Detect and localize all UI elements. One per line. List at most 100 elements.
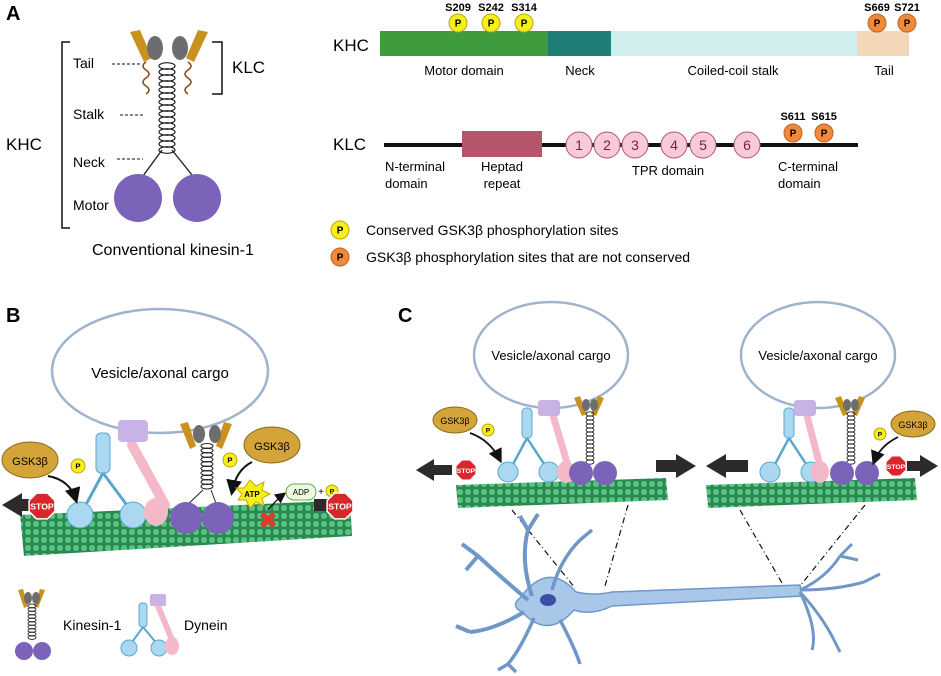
stop-octagon xyxy=(455,459,477,481)
conserved-phospho-site: P xyxy=(330,220,350,240)
gsk3b-b-left xyxy=(1,441,59,479)
khc-motor-domain xyxy=(380,31,548,56)
khc-domain-bar: KHC Motor domain Neck Coiled-coil stalk … xyxy=(333,2,920,78)
gsk3b-c-right xyxy=(890,410,936,438)
phospho-p-label: P xyxy=(337,252,344,263)
tpr-repeat-1 xyxy=(565,131,593,159)
phospho-circle xyxy=(448,13,468,33)
gsk3b-c-left xyxy=(432,406,478,434)
stop-label: STOP xyxy=(457,468,476,475)
tpr-number: 1 xyxy=(575,137,583,153)
phospho-p-label: P xyxy=(488,18,495,29)
gsk-label-b-right: GSK3β xyxy=(254,441,290,453)
dynein-b xyxy=(66,420,170,529)
nonconserved-phospho-site: P xyxy=(814,123,834,143)
tpr-repeat-5 xyxy=(689,131,717,159)
gsk-label-c-right: GSK3β xyxy=(898,420,927,430)
arrow-right-c1 xyxy=(656,454,696,478)
phospho-circle xyxy=(481,423,495,437)
tpr-label: TPR domain xyxy=(632,163,704,178)
legend-dynein-icon xyxy=(120,594,179,657)
phospho-p-label: P xyxy=(330,488,335,495)
stop-octagon xyxy=(885,455,907,477)
tpr-repeat-4 xyxy=(660,131,688,159)
site-s209: S209 xyxy=(445,2,471,14)
phospho-p-label: P xyxy=(521,18,528,29)
legend-kinesin-label: Kinesin-1 xyxy=(63,617,122,633)
panel-c-scene: Vesicle/axonal cargo Vesicle/axonal carg… xyxy=(416,300,938,674)
khc-motor-label: Motor domain xyxy=(424,63,503,78)
klc-arm-right xyxy=(186,30,208,62)
conserved-phospho-site: P xyxy=(70,458,86,474)
stop-sign: STOP xyxy=(326,492,354,520)
nterm-label-2: domain xyxy=(385,176,428,191)
legend-nonconserved: GSK3β phosphorylation sites that are not… xyxy=(366,249,690,265)
nonconserved-phospho-site: P xyxy=(783,123,803,143)
vesicle-label-c-left: Vesicle/axonal cargo xyxy=(491,348,610,363)
stop-sign: STOP xyxy=(28,492,56,520)
tpr-repeat-3 xyxy=(621,131,649,159)
gsk3b-b-right xyxy=(243,426,301,464)
khc-bar-label: KHC xyxy=(333,36,369,55)
zoom-lines xyxy=(511,504,866,589)
legend-dynein-label: Dynein xyxy=(184,617,228,633)
phospho-p-label: P xyxy=(75,462,80,471)
phospho-circle xyxy=(873,427,887,441)
cterm-label-2: domain xyxy=(778,176,821,191)
adp-pill xyxy=(285,483,317,501)
tpr-number: 5 xyxy=(699,137,707,153)
phospho-circle xyxy=(481,13,501,33)
vesicle-c-right xyxy=(739,300,897,410)
phospho-circle xyxy=(330,220,350,240)
tail-head-left xyxy=(147,36,163,60)
nonconserved-phospho-site: P xyxy=(867,13,887,33)
atp-label: ATP xyxy=(244,490,260,499)
vesicle-label-b: Vesicle/axonal cargo xyxy=(91,365,229,382)
klc-arm-left xyxy=(130,30,152,62)
stop-label: STOP xyxy=(887,464,906,471)
tpr-number: 6 xyxy=(743,137,751,153)
klc-side-label: KLC xyxy=(232,58,265,77)
kinesin-b xyxy=(170,422,234,534)
panel-c-letter: C xyxy=(398,305,412,327)
nonconserved-phospho-site: P xyxy=(897,13,917,33)
heptad-label-2: repeat xyxy=(484,176,521,191)
heptad-repeat-box xyxy=(462,131,542,157)
site-s611: S611 xyxy=(780,111,805,123)
panel-b-scene: Vesicle/axonal cargo GSK3β xyxy=(1,307,354,660)
microtubule-c-right xyxy=(706,478,917,508)
khc-stalk-label: Coiled-coil stalk xyxy=(687,63,779,78)
gsk-label-c-left: GSK3β xyxy=(440,416,469,426)
tpr-number: 3 xyxy=(631,137,639,153)
gsk-label-b-left: GSK3β xyxy=(12,456,48,468)
phospho-circle xyxy=(70,458,86,474)
site-s242: S242 xyxy=(478,2,504,14)
stop-label: STOP xyxy=(30,502,54,512)
legend-kinesin-icon xyxy=(15,589,51,660)
phospho-p-label: P xyxy=(227,456,232,465)
khc-tail-domain xyxy=(857,31,909,56)
nonconserved-phospho-site: P xyxy=(330,247,350,267)
khc-stalk-domain xyxy=(611,31,857,56)
motors-c-left xyxy=(497,396,617,485)
conserved-phospho-site: P xyxy=(481,423,495,437)
phospho-legend: P P Conserved GSK3β phosphorylation site… xyxy=(330,220,690,267)
phospho-p-label: P xyxy=(878,431,883,438)
phospho-circle xyxy=(867,13,887,33)
phospho-p-label: P xyxy=(455,18,462,29)
panel-a-letter: A xyxy=(6,3,20,25)
phospho-p-label: P xyxy=(790,128,797,139)
plus-label: + xyxy=(318,487,324,498)
khc-tail-label: Tail xyxy=(874,63,894,78)
tpr-number: 4 xyxy=(670,137,678,153)
motor-domain-left xyxy=(114,174,162,222)
site-s615: S615 xyxy=(811,111,837,123)
klc-bar-label: KLC xyxy=(333,135,366,154)
motor-domain-right xyxy=(173,174,221,222)
conserved-phospho-site: P xyxy=(481,13,501,33)
phospho-circle xyxy=(514,13,534,33)
tpr-repeat-6 xyxy=(733,131,761,159)
nterm-label-1: N-terminal xyxy=(385,159,445,174)
